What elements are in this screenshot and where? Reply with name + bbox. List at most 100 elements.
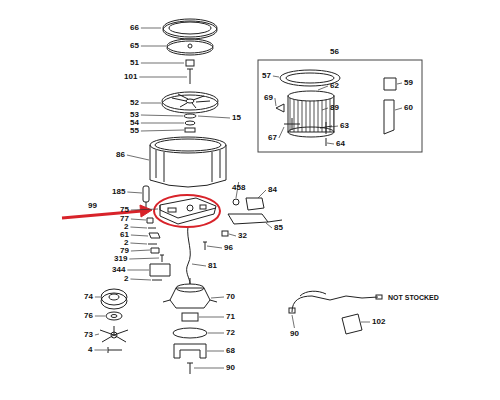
leader-line	[318, 86, 328, 90]
washer	[184, 114, 196, 132]
screw	[108, 347, 122, 353]
leader-line	[208, 333, 224, 334]
leader-line	[94, 350, 107, 351]
leader-line	[322, 108, 328, 110]
bolt	[187, 69, 193, 84]
callout-number: 64	[336, 140, 345, 148]
callout-number: 2	[124, 239, 128, 247]
callout-number: 81	[208, 262, 217, 270]
leader-line	[141, 130, 184, 131]
leader-line	[141, 123, 184, 124]
agitator-cap	[167, 39, 213, 55]
nut	[186, 60, 194, 66]
leader-line	[131, 209, 158, 210]
leader-line	[130, 279, 151, 280]
impeller	[162, 92, 218, 113]
leader-line	[127, 192, 142, 193]
leader-line	[141, 63, 184, 64]
wash-basket	[150, 137, 226, 187]
mounting-plate	[160, 198, 216, 224]
callout-number: 72	[226, 329, 235, 337]
bracket	[150, 264, 170, 280]
callout-number: 59	[404, 79, 413, 87]
callout-number: 54	[130, 119, 139, 127]
leader-line	[194, 368, 224, 369]
leader-line	[207, 351, 224, 352]
callout-number: 86	[116, 151, 125, 159]
callout-number: 63	[340, 122, 349, 130]
leader-line	[95, 334, 99, 335]
callout-number: 71	[226, 313, 235, 321]
leader-line	[275, 98, 276, 106]
leader-line	[141, 46, 166, 47]
leader-line	[95, 316, 105, 317]
fan	[100, 326, 128, 342]
leader-line	[129, 258, 159, 259]
leader-line	[141, 103, 161, 104]
leader-line	[207, 246, 222, 248]
callout-number: 15	[232, 114, 241, 122]
callout-number: 53	[130, 111, 139, 119]
callout-number: 69	[264, 94, 273, 102]
callout-number: 74	[84, 293, 93, 301]
leader-line	[192, 264, 206, 266]
instruction-sheet	[342, 314, 362, 334]
callout-number: 62	[330, 82, 339, 90]
callout-number: 101	[124, 73, 137, 81]
callout-number: 99	[88, 202, 97, 210]
leader-line	[199, 317, 224, 318]
drive-motor	[163, 278, 217, 308]
leader-line	[127, 270, 149, 271]
callout-number: 102	[372, 318, 385, 326]
callout-number: 66	[130, 24, 139, 32]
leader-line	[131, 235, 148, 236]
leader-line	[141, 28, 161, 29]
wire-harness	[289, 291, 382, 313]
callout-number: 56	[330, 48, 339, 56]
callout-number: 55	[130, 127, 139, 135]
leader-line	[229, 234, 236, 236]
leader-line	[139, 77, 187, 78]
leader-line	[130, 243, 147, 244]
leader-line	[273, 76, 279, 77]
callout-number: 84	[268, 186, 277, 194]
leader-line	[131, 250, 150, 251]
callout-number: 32	[238, 232, 247, 240]
callout-number: 185	[112, 188, 125, 196]
callout-number: 73	[84, 331, 93, 339]
leader-line	[95, 297, 100, 298]
pulley	[101, 289, 127, 309]
leader-line	[397, 83, 402, 84]
note-text: NOT STOCKED	[388, 294, 439, 301]
callout-number: 85	[274, 224, 283, 232]
leader-line	[141, 115, 183, 116]
leader-line	[131, 219, 146, 220]
callout-number: 70	[226, 293, 235, 301]
callout-number: 68	[226, 347, 235, 355]
wire	[187, 226, 191, 284]
bearing	[106, 312, 122, 320]
motor-bracket	[174, 344, 206, 358]
callout-number: 90	[290, 330, 299, 338]
leader-line	[258, 190, 266, 198]
leader-line	[292, 315, 294, 328]
callout-number: 76	[84, 312, 93, 320]
leader-line	[330, 126, 338, 127]
callout-number: 458	[232, 184, 245, 192]
leader-line	[327, 143, 334, 144]
leader-line	[395, 108, 402, 110]
leader-line	[198, 116, 230, 118]
leader-line	[361, 322, 370, 323]
callout-number: 319	[114, 255, 127, 263]
callout-number: 4	[88, 346, 92, 354]
leader-line	[211, 297, 224, 298]
leader-line	[127, 155, 149, 160]
pump-part	[233, 198, 264, 210]
motor-kit-box	[258, 60, 422, 152]
o-ring	[173, 328, 207, 338]
connector	[228, 214, 282, 224]
callout-number: 2	[124, 275, 128, 283]
callout-number: 52	[130, 99, 139, 107]
